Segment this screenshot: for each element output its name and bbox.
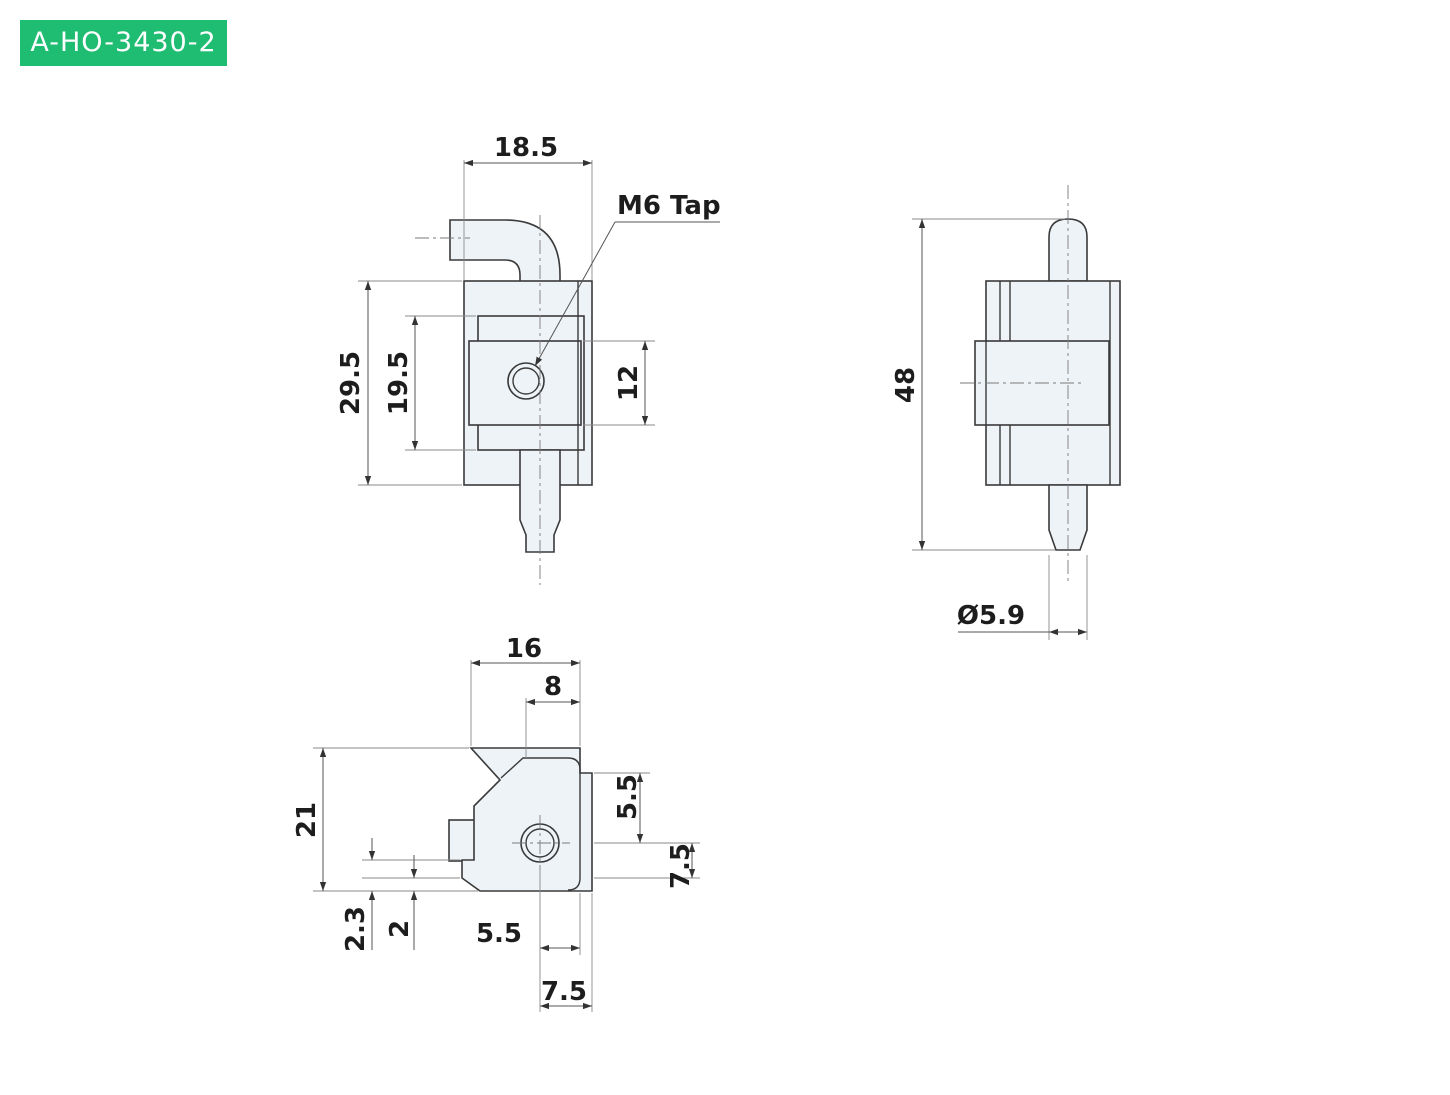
bottom-view — [313, 659, 700, 1012]
dim-label-16: 16 — [506, 634, 542, 664]
side-view — [912, 185, 1121, 640]
dim-label-5-5-horizontal: 5.5 — [476, 919, 522, 949]
dim-label-2: 2 — [385, 920, 415, 938]
dim-label-5-5-vertical: 5.5 — [613, 774, 643, 820]
dim-label-7-5-vertical: 7.5 — [666, 843, 696, 889]
dim-label-pin-diameter: Ø5.9 — [957, 601, 1025, 631]
dim-label-8: 8 — [544, 672, 562, 702]
tap-label: M6 Tap — [617, 191, 721, 221]
dim-label-19-5: 19.5 — [384, 351, 414, 415]
dim-label-18-5: 18.5 — [494, 133, 558, 163]
dim-label-29-5: 29.5 — [336, 351, 366, 415]
part-number-badge: A-HO-3430-2 — [20, 20, 227, 66]
dim-label-7-5-horizontal: 7.5 — [541, 977, 587, 1007]
dim-label-48: 48 — [891, 367, 921, 403]
dim-label-21: 21 — [292, 802, 322, 838]
dim-label-12: 12 — [614, 365, 644, 401]
dim-label-2-3: 2.3 — [341, 906, 371, 952]
front-view — [358, 159, 720, 585]
